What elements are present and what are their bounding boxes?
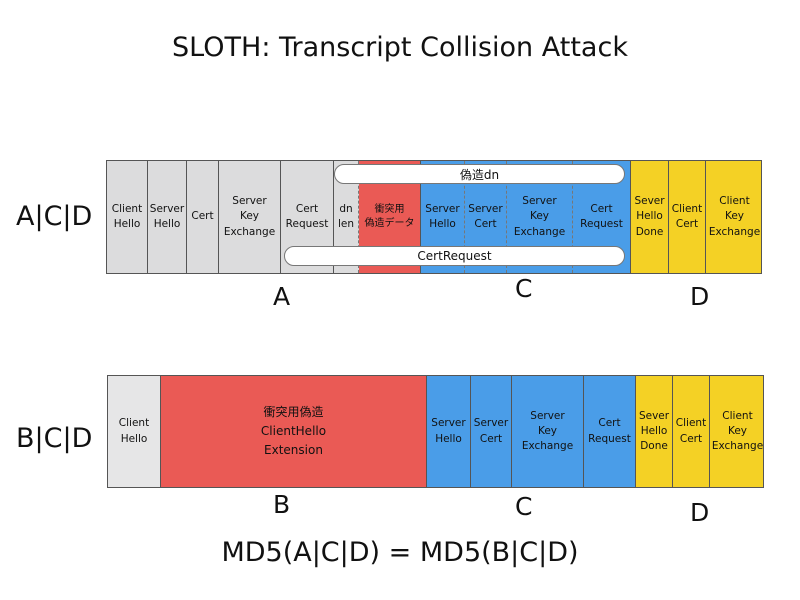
row2-group-d-label: D [690,498,710,527]
row2-d-server-hello-done: Sever Hello Done [636,376,673,487]
row1-server-hello: Server Hello [148,161,187,273]
row1-server-key-exchange: Server Key Exchange [219,161,281,273]
row2-collision-clienthello-extension: 衝突用偽造 ClientHello Extension [161,376,427,487]
forged-dn-bracket: 偽造dn [334,164,625,184]
row2-c-cert-request: Cert Request [584,376,636,487]
md5-collision-formula: MD5(A|C|D) = MD5(B|C|D) [221,537,579,568]
row1-d-client-key-exchange: Client Key Exchange [706,161,761,273]
row2-d-client-key-exchange: Client Key Exchange [710,376,763,487]
row1-cert: Cert [187,161,219,273]
row1-d-server-hello-done: Sever Hello Done [631,161,669,273]
row2-c-server-hello: Server Hello [427,376,471,487]
cert-request-bracket: CertRequest [284,246,625,266]
row1-group-d-label: D [690,282,710,311]
row1-label: A|C|D [16,201,93,232]
row1-group-a-label: A [273,282,291,311]
row2-c-server-key-exchange: Server Key Exchange [512,376,584,487]
row1-client-hello: Client Hello [107,161,148,273]
diagram-title: SLOTH: Transcript Collision Attack [172,32,628,63]
row2-message-bar: Client Hello 衝突用偽造 ClientHello Extension… [107,375,764,488]
row2-client-hello: Client Hello [108,376,161,487]
row2-c-server-cert: Server Cert [471,376,512,487]
row2-label: B|C|D [16,423,93,454]
row1-group-c-label: C [515,274,533,303]
row2-group-c-label: C [515,492,533,521]
row2-d-client-cert: Client Cert [673,376,710,487]
row1-d-client-cert: Client Cert [669,161,706,273]
row2-group-b-label: B [273,490,291,519]
